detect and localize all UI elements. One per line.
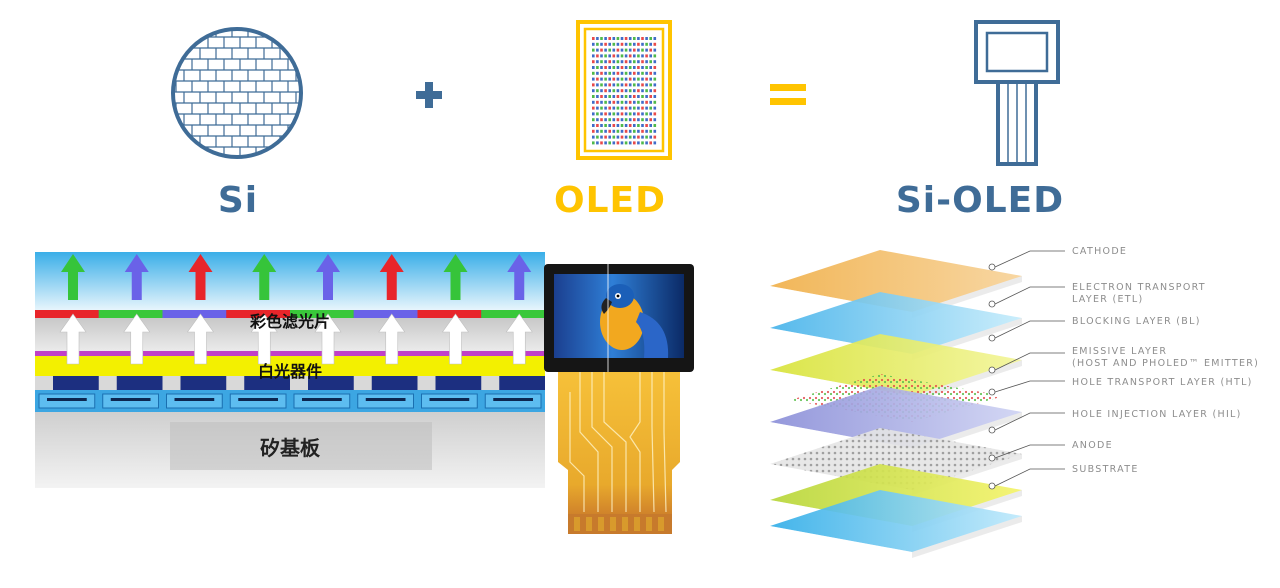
- layer-label: HOLE TRANSPORT LAYER (HTL): [1072, 377, 1253, 388]
- si-title: Si: [217, 180, 259, 221]
- layer-label: ANODE: [1072, 440, 1113, 451]
- oled-title: OLED: [553, 180, 667, 221]
- color-filter-label: 彩色滤光片: [249, 312, 330, 331]
- equals-icon: [770, 84, 806, 105]
- layer-label: EMISSIVE LAYER (HOST AND PHOLED™ EMITTER…: [1072, 346, 1260, 369]
- layer-label: ELECTRON TRANSPORT LAYER (ETL): [1072, 282, 1206, 305]
- white-light-label: 白光器件: [257, 362, 322, 381]
- si-oled-cross-section: 彩色滤光片 白光器件 矽基板: [35, 252, 545, 488]
- substrate-label: 矽基板: [260, 436, 320, 460]
- layer-label: BLOCKING LAYER (BL): [1072, 316, 1201, 327]
- oled-layer-stack: [770, 250, 1065, 558]
- oled-panel-icon: [576, 20, 672, 160]
- si-oled-title: Si-OLED: [895, 180, 1065, 221]
- si-oled-module-icon: [974, 20, 1060, 166]
- layer-label: SUBSTRATE: [1072, 464, 1139, 475]
- plus-icon: [416, 82, 442, 108]
- wafer-icon: [171, 27, 303, 159]
- layer-label: CATHODE: [1072, 246, 1128, 257]
- microdisplay-module-illustration: [544, 264, 694, 534]
- layer-label: HOLE INJECTION LAYER (HIL): [1072, 409, 1242, 420]
